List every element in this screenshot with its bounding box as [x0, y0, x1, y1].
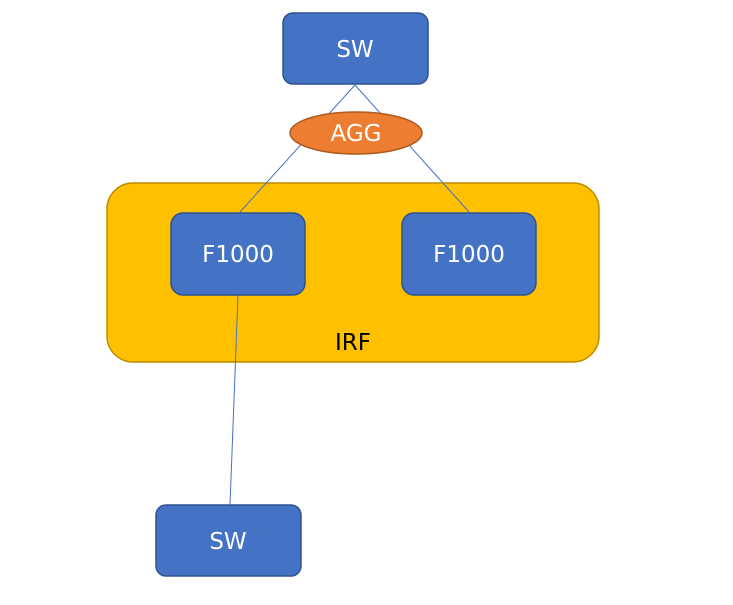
link-sw-top-to-f1000-left [239, 84, 356, 213]
node-sw-bottom[interactable]: SW [155, 504, 302, 577]
node-f1000-left-label: F1000 [202, 242, 274, 268]
node-f1000-right-label: F1000 [433, 242, 505, 268]
irf-group-label: IRF [335, 330, 371, 356]
node-f1000-left[interactable]: F1000 [170, 212, 306, 296]
node-sw-top[interactable]: SW [282, 12, 429, 85]
node-f1000-right[interactable]: F1000 [401, 212, 537, 296]
node-sw-bottom-box [155, 504, 302, 577]
node-sw-top-box [282, 12, 429, 85]
link-f1000-left-to-sw-bottom [229, 294, 239, 506]
link-sw-top-to-f1000-right [354, 84, 470, 213]
node-sw-top-label: SW [336, 37, 373, 63]
node-agg-label: AGG [331, 121, 382, 147]
node-f1000-left-box [170, 212, 306, 296]
node-agg-ellipse [289, 111, 423, 155]
node-f1000-right-box [401, 212, 537, 296]
node-agg[interactable]: AGG [289, 111, 423, 155]
node-sw-bottom-label: SW [209, 529, 246, 555]
